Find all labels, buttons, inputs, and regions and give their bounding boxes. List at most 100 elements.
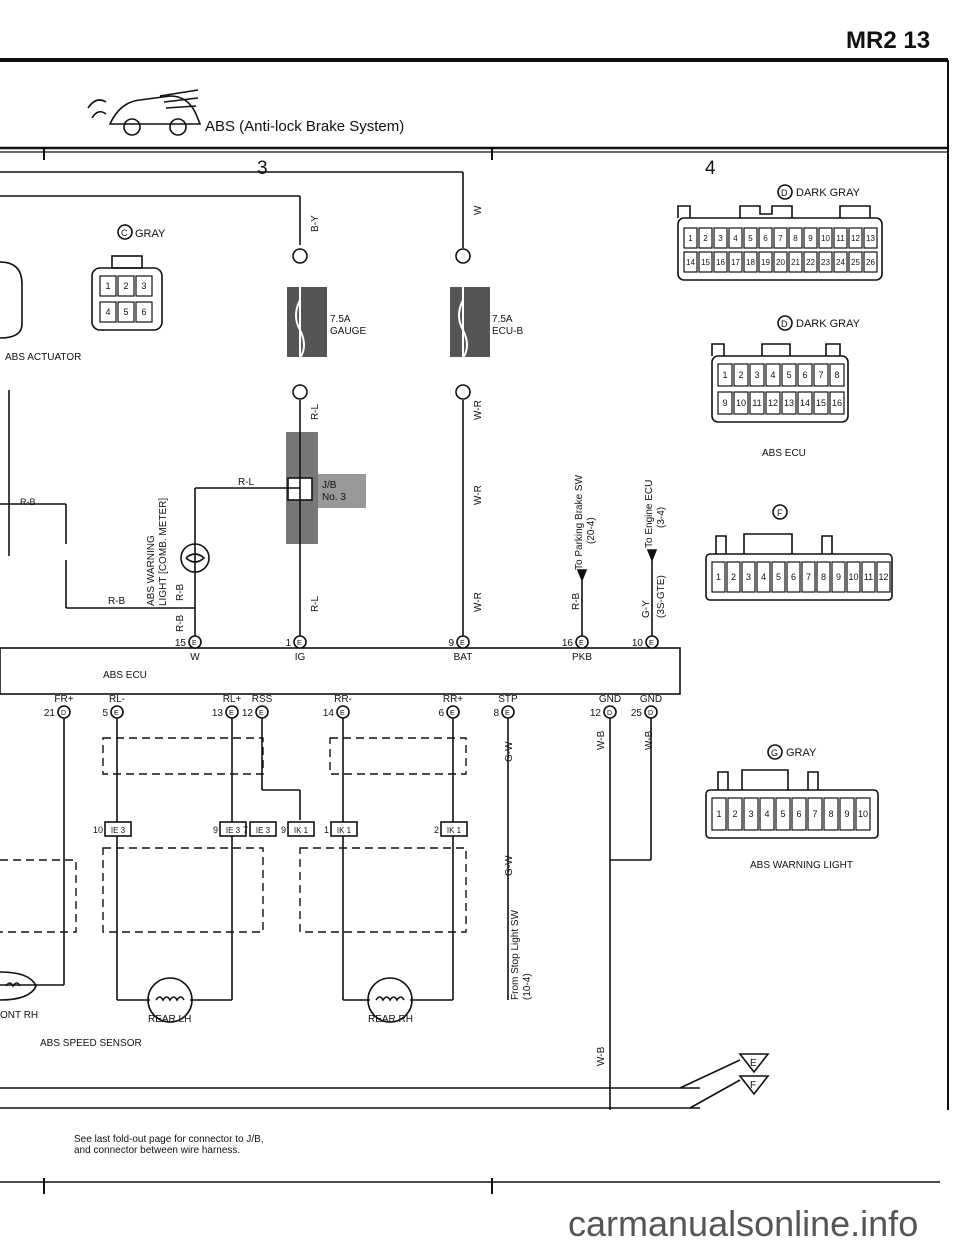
svg-text:17: 17 [731, 258, 740, 267]
svg-text:10: 10 [858, 809, 868, 819]
svg-text:STP: STP [498, 694, 518, 705]
svg-text:R-B: R-B [175, 614, 186, 632]
svg-text:DARK GRAY: DARK GRAY [796, 318, 861, 330]
svg-text:GND: GND [599, 694, 621, 705]
connector-d26-pin: 14 [683, 251, 698, 273]
svg-text:3: 3 [746, 572, 751, 582]
svg-text:R-B: R-B [571, 592, 582, 610]
connector-f-pin: 10 [846, 561, 861, 593]
svg-text:IE 3: IE 3 [256, 826, 271, 835]
svg-text:GND: GND [640, 694, 662, 705]
svg-text:26: 26 [866, 258, 875, 267]
connector-g-pin: 3 [743, 797, 759, 831]
connector-d16-pin: 14 [797, 391, 813, 415]
connector-d16-pin: 4 [765, 363, 781, 387]
svg-text:8: 8 [493, 708, 499, 719]
svg-text:14: 14 [686, 258, 695, 267]
svg-text:REAR LH: REAR LH [148, 1014, 191, 1025]
inline-connector: IE 310 [93, 821, 132, 837]
connector-d16-pin: 10 [733, 391, 749, 415]
to-engine-ecu-1: To Engine ECU [644, 480, 655, 548]
to-engine-ecu-2: (3-4) [656, 507, 667, 528]
connector-f-pin: 11 [861, 561, 876, 593]
svg-text:W-R: W-R [473, 400, 484, 420]
svg-text:E: E [750, 1058, 757, 1069]
svg-text:5: 5 [748, 234, 753, 243]
svg-text:IK 1: IK 1 [294, 826, 309, 835]
ground-f: F [738, 1075, 770, 1096]
connector-f-pin: 7 [801, 561, 816, 593]
svg-text:9: 9 [844, 809, 849, 819]
arrow-engine-ecu [646, 549, 658, 563]
svg-text:D: D [781, 319, 788, 329]
to-parking-brake-1: To Parking Brake SW [574, 474, 585, 570]
connector-d26-pin: 8 [788, 227, 803, 249]
svg-text:25: 25 [851, 258, 860, 267]
svg-text:2: 2 [123, 281, 128, 291]
connector-f-pin: 1 [711, 561, 726, 593]
shield-dashed-lines [0, 737, 467, 933]
svg-text:21: 21 [791, 258, 800, 267]
svg-text:9: 9 [808, 234, 813, 243]
rear-rh-sensor: REAR RH [367, 977, 413, 1025]
svg-text:14: 14 [800, 398, 810, 408]
svg-text:1: 1 [285, 638, 291, 649]
connector-g-pin: 7 [807, 797, 823, 831]
connector-c-pin: 2 [117, 275, 135, 297]
svg-text:G-W: G-W [504, 855, 515, 876]
svg-text:B-Y: B-Y [310, 215, 321, 232]
connector-d16-pin: 12 [765, 391, 781, 415]
ecu-terminal-top: E10 [632, 635, 659, 649]
connector-d26-pin: 10 [818, 227, 833, 249]
svg-text:BAT: BAT [454, 652, 473, 663]
connector-d16-pin: 9 [717, 391, 733, 415]
svg-text:F: F [777, 508, 783, 518]
svg-text:14: 14 [323, 708, 335, 719]
svg-text:DARK GRAY: DARK GRAY [796, 187, 861, 199]
connector-d16-pin: 8 [829, 363, 845, 387]
connector-c-pin: 4 [99, 301, 117, 323]
svg-text:10: 10 [736, 398, 746, 408]
svg-text:21: 21 [44, 708, 56, 719]
connector-d16-pin: 16 [829, 391, 845, 415]
svg-text:3: 3 [748, 809, 753, 819]
svg-text:9: 9 [836, 572, 841, 582]
svg-text:15: 15 [816, 398, 826, 408]
connector-d26-pin: 12 [848, 227, 863, 249]
warning-light-vertical-2: LIGHT [COMB. METER] [158, 498, 169, 606]
svg-text:2: 2 [703, 234, 708, 243]
svg-text:15: 15 [701, 258, 710, 267]
svg-text:G-Y: G-Y [641, 600, 652, 618]
ground-e: E [738, 1053, 770, 1074]
connector-d26-pin: 3 [713, 227, 728, 249]
warning-lamp-icon [180, 543, 210, 573]
svg-text:12: 12 [242, 708, 254, 719]
connector-f-pin: 3 [741, 561, 756, 593]
front-rh-sensor: ONT RH [0, 971, 38, 1021]
svg-text:4: 4 [764, 809, 769, 819]
svg-text:RL+: RL+ [223, 694, 242, 705]
svg-text:6: 6 [141, 307, 146, 317]
svg-text:8: 8 [821, 572, 826, 582]
svg-text:2: 2 [434, 825, 439, 835]
svg-text:W: W [190, 652, 200, 663]
connector-d26-pin: 9 [803, 227, 818, 249]
svg-text:IE 3: IE 3 [111, 826, 126, 835]
svg-text:6: 6 [802, 370, 807, 380]
svg-text:E: E [450, 710, 455, 717]
svg-text:W-B: W-B [644, 730, 655, 750]
connector-f-pin: 9 [831, 561, 846, 593]
svg-text:G-W: G-W [504, 741, 515, 762]
svg-text:7: 7 [806, 572, 811, 582]
connector-d26-pin: 20 [773, 251, 788, 273]
svg-text:7: 7 [243, 825, 248, 835]
abs-speed-sensor-label: ABS SPEED SENSOR [40, 1038, 142, 1049]
svg-text:1: 1 [716, 572, 721, 582]
